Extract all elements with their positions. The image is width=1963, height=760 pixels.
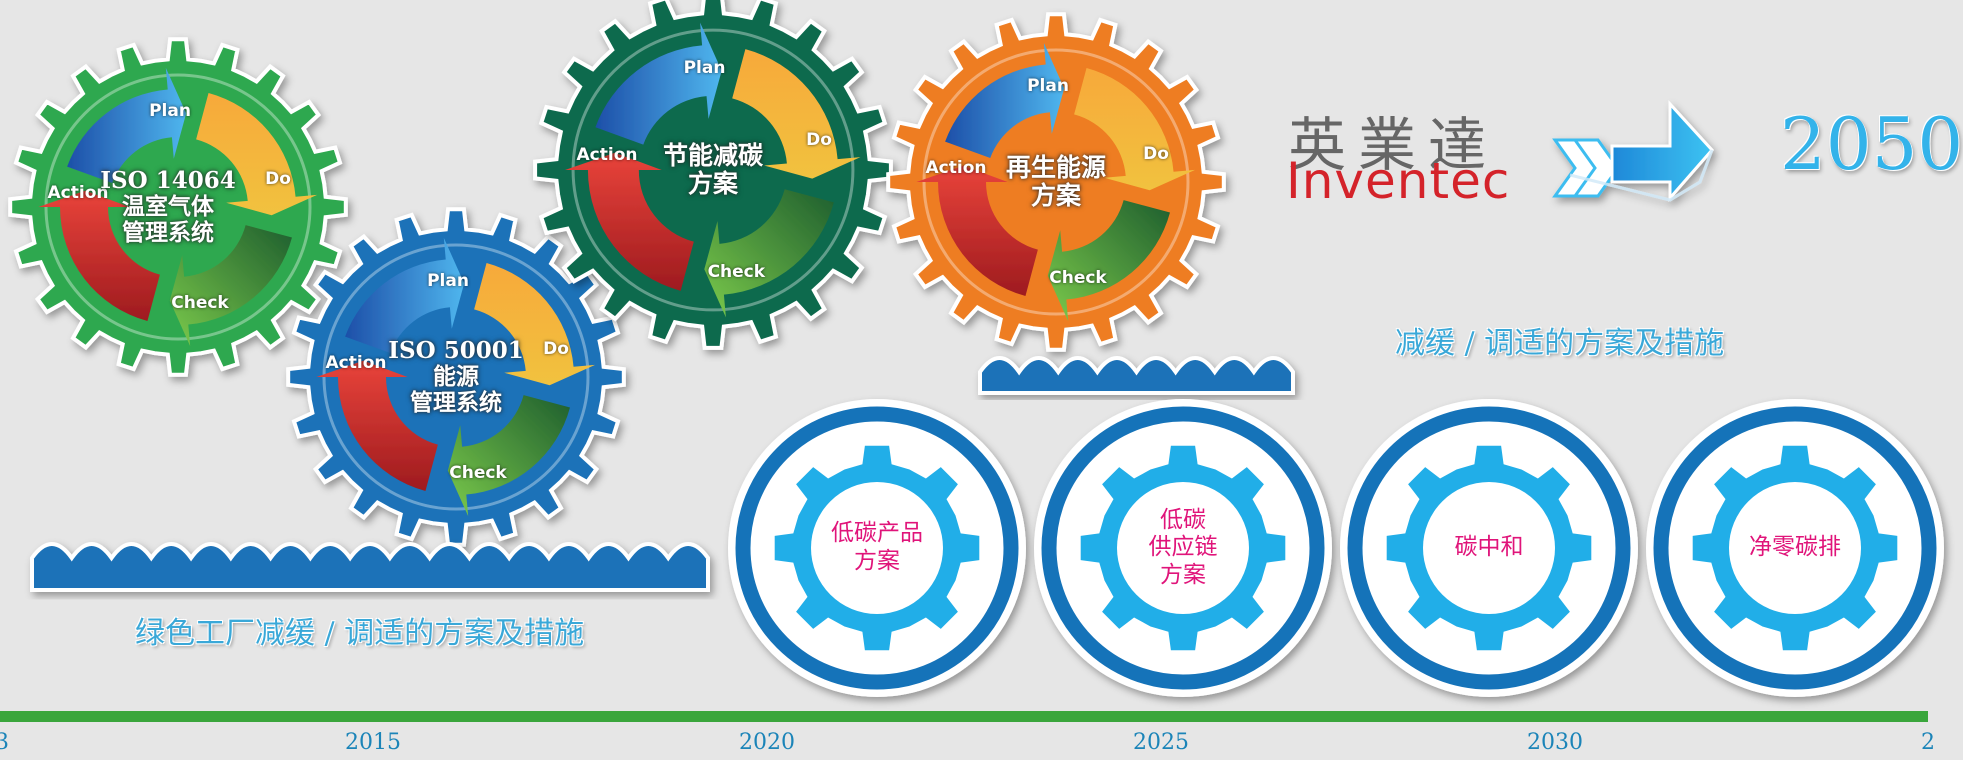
year-label-2025: 2025	[1133, 730, 1189, 755]
action-label: Action	[576, 145, 638, 166]
pdca-center-line: 管理系统	[122, 218, 214, 246]
goal-gear-1	[728, 399, 1026, 697]
pdca-gear-iso14064	[8, 37, 348, 377]
check-arrow	[169, 225, 292, 347]
check-label: Check	[707, 261, 766, 282]
direction-arrow-layer	[1552, 100, 1715, 202]
pdca-center-line: ISO 50001	[388, 337, 524, 365]
do-arrow	[732, 49, 861, 179]
action-label: Action	[47, 183, 109, 203]
right-caption: 减缓 / 调适的方案及措施	[1395, 326, 1725, 361]
goal-gear-hole	[1423, 482, 1555, 614]
logo-chinese: 英業達	[1288, 111, 1499, 179]
goal-gears-layer	[728, 399, 1944, 697]
goal-label-line: 净零碳排	[1749, 534, 1841, 561]
plan-arrow	[345, 237, 465, 354]
pdca-center-line: ISO 14064	[100, 167, 236, 195]
plan-label: Plan	[427, 271, 469, 291]
pdca-gear-iso50001	[286, 207, 626, 547]
check-arrow	[704, 189, 834, 318]
do-arrow	[196, 93, 318, 216]
plan-arrow	[595, 22, 722, 145]
do-arrow	[474, 263, 596, 386]
goal-label-line: 供应链	[1148, 534, 1218, 561]
goal-label: 净零碳排	[1710, 534, 1880, 562]
target-year: 2050	[1780, 102, 1963, 186]
pdca-center-line: 管理系统	[410, 388, 502, 416]
year-label-2015: 2015	[345, 730, 401, 755]
action-label: Action	[925, 158, 987, 178]
do-label: Do	[806, 130, 832, 151]
double-chevron-arrow-icon	[1552, 100, 1715, 202]
pdca-center-title: 节能减碳方案	[613, 142, 813, 198]
pdca-center-line: 节能减碳	[662, 141, 763, 170]
check-arrow	[1047, 200, 1170, 322]
pdca-center-line: 温室气体	[122, 193, 214, 221]
pdca-center-title: 再生能源方案	[956, 154, 1156, 210]
goal-label-line: 低碳产品	[831, 520, 923, 547]
year-label-left-fragment: 3	[0, 730, 9, 755]
plan-label: Plan	[683, 58, 726, 79]
goal-label: 低碳产品方案	[792, 520, 962, 575]
left-caption: 绿色工厂减缓 / 调适的方案及措施	[135, 616, 585, 651]
pdca-center-line: 方案	[1030, 181, 1081, 210]
action-arrow	[565, 152, 694, 291]
logo-english: Inventec	[1286, 152, 1511, 210]
goal-gear-hole	[1729, 482, 1861, 614]
pdca-center-line: 能源	[433, 363, 479, 391]
goal-blue-ring	[1653, 406, 1937, 690]
goal-gear-hole	[1117, 482, 1249, 614]
goal-gear-hole	[811, 482, 943, 614]
goal-label-line: 方案	[1160, 561, 1206, 588]
year-label-right-fragment: 2	[1921, 730, 1935, 755]
action-label: Action	[325, 353, 387, 373]
goal-blue-ring	[735, 406, 1019, 690]
action-arrow	[316, 360, 438, 491]
timeline-line	[0, 711, 1928, 722]
plan-arrow	[67, 67, 187, 184]
gear-rack-left	[30, 542, 710, 592]
pdca-gears-layer	[8, 0, 1226, 547]
goal-label-line: 方案	[854, 547, 900, 574]
goal-gear-4	[1646, 399, 1944, 697]
check-arrow	[447, 395, 570, 517]
do-label: Do	[1143, 144, 1169, 164]
pdca-gear-renewable	[886, 12, 1226, 352]
check-label: Check	[449, 463, 507, 483]
do-label: Do	[543, 339, 569, 359]
year-label-2020: 2020	[739, 730, 795, 755]
action-arrow	[38, 190, 160, 321]
do-arrow	[1074, 68, 1196, 191]
timeline	[0, 711, 1928, 722]
plan-arrow	[945, 42, 1065, 159]
goal-label: 碳中和	[1404, 534, 1574, 562]
action-arrow	[916, 165, 1038, 296]
gear-racks-layer	[30, 356, 1295, 592]
pdca-center-line: 再生能源	[1005, 153, 1106, 182]
goal-label: 低碳供应链方案	[1098, 507, 1268, 590]
goal-gear-3	[1340, 399, 1638, 697]
do-label: Do	[265, 169, 291, 189]
goal-blue-ring	[1041, 406, 1325, 690]
year-label-2030: 2030	[1527, 730, 1583, 755]
plan-label: Plan	[149, 101, 191, 121]
goal-label-line: 低碳	[1160, 506, 1206, 533]
pdca-gear-energy-saving	[533, 0, 893, 350]
check-label: Check	[1049, 268, 1107, 288]
goal-blue-ring	[1347, 406, 1631, 690]
check-label: Check	[171, 293, 229, 313]
gear-rack-right	[978, 356, 1295, 395]
plan-label: Plan	[1027, 76, 1069, 96]
goal-gear-2	[1034, 399, 1332, 697]
pdca-center-line: 方案	[687, 169, 738, 198]
goal-label-line: 碳中和	[1454, 534, 1524, 561]
